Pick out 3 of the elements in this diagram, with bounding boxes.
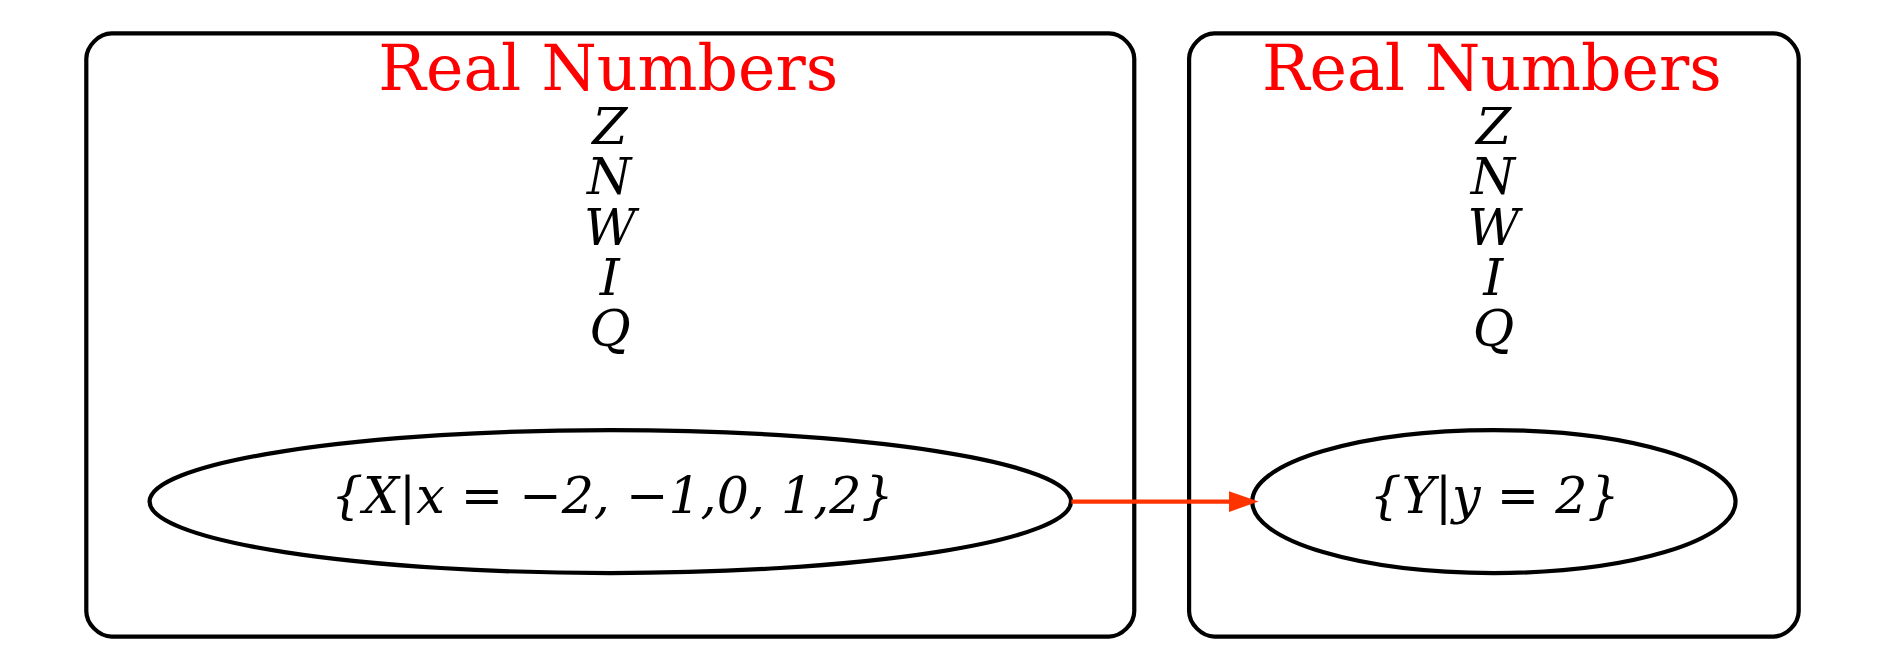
arrow [1070, 491, 1259, 512]
node-ellipse: {X|x = −2, −1,0, 1,2} [146, 428, 1073, 576]
node-ellipse: {Y|y = 2} [1249, 428, 1738, 576]
